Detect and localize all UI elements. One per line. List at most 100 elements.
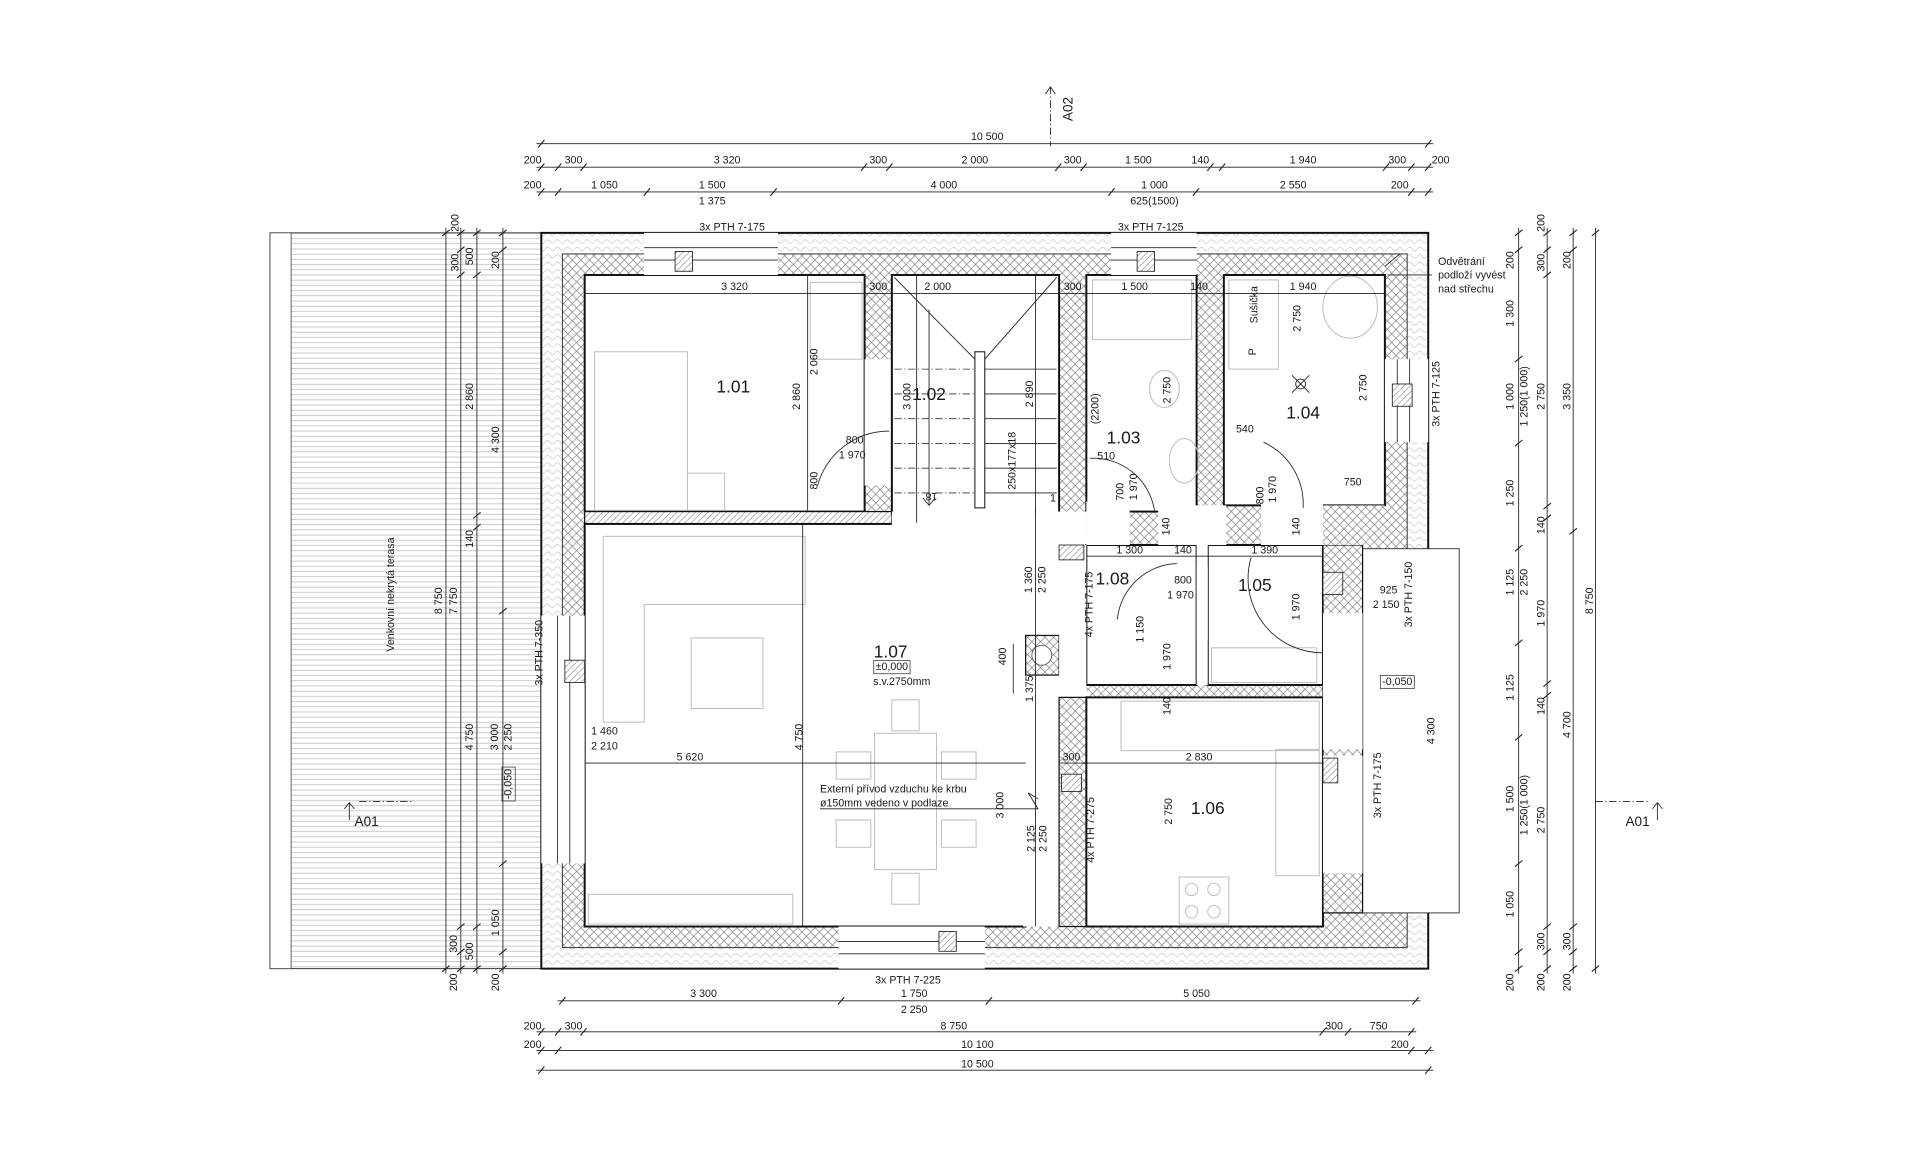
dimension-line [537,1046,545,1055]
dimension-line [498,948,507,956]
room-label-102: 1.02 [912,384,946,404]
dimension-label: 140 [1290,517,1302,535]
dimension-line [537,139,545,148]
dimension-line [1543,271,1552,279]
dimension-label: 300 [869,155,887,167]
dimension-label: 300 [869,281,887,293]
dimension-line [1543,514,1552,522]
dimension-line [1514,246,1523,254]
dimension-label: 500 [464,247,476,265]
vent-note: nad střechu [1438,283,1494,295]
dimension-label: 4 000 [931,179,958,191]
dimension-line [441,965,451,973]
lintel-label-right-upper: 3x PTH 7-125 [1430,361,1442,427]
dimension-label: 140 [1190,281,1208,293]
dimension-label: 2 250 [1036,566,1048,593]
dimension-label: 2 000 [924,281,951,293]
dimension-line [1218,163,1226,172]
building-walls [540,231,1460,970]
kitchen-counter [1120,700,1320,752]
room-label-105: 1.05 [1238,575,1272,595]
dimension-line [498,965,507,973]
sofa [602,535,806,723]
dryer-p-label: P [1247,348,1259,355]
lintel-label-inner-upper: 4x PTH 7-175 [1084,572,1096,638]
lintel-label-inner-lower: 4x PTH 7-275 [1085,797,1097,863]
dimension-line [456,271,465,279]
dimension-line [1569,246,1578,254]
lintel-label-bottom: 3x PTH 7-225 [875,975,941,987]
dimension-label: 1 050 [591,179,618,191]
dimension-label: 4 300 [1425,717,1437,744]
dimension-label: 1 750 [901,988,928,1000]
dimension-label: 140 [1160,517,1172,535]
dimension-label: 200 [449,214,461,232]
dimension-line [456,948,465,956]
stair-spec-label: 250x177x18 [1007,432,1019,490]
dimension-lines [441,139,1600,1075]
room-1-03 [1085,273,1198,513]
dimension-label: 140 [1174,545,1192,557]
vent-note: Odvětrání [1438,256,1485,268]
dimension-line [1319,1027,1327,1036]
dimension-label: 300 [1064,155,1082,167]
dimension-label: 1 970 [1267,476,1279,503]
dimension-line [1514,544,1523,552]
dimension-label: 200 [448,973,460,991]
dimension-line [860,163,868,172]
dimension-line [1407,1046,1415,1055]
dimension-label: 3 320 [714,155,741,167]
dimension-label: 800 [846,434,864,446]
dimension-label: 800 [1254,487,1266,505]
room-label-101: 1.01 [716,377,750,397]
room-label-108: 1.08 [1095,569,1129,589]
dimension-label: 200 [1432,155,1450,167]
dimension-line [1543,691,1552,699]
dimension-line [1382,163,1390,172]
dimension-label: 5 050 [1183,988,1210,1000]
dimension-label: 4 750 [794,724,806,751]
dimension-label: 300 [449,254,461,272]
dimension-label: 300 [1562,932,1574,950]
dimension-line [1543,948,1552,956]
dimension-label: 2 125 [1025,825,1037,852]
dimension-label: 2 860 [464,383,476,410]
dimension-label: 1 970 [839,449,866,461]
dimension-line [498,229,507,237]
dimension-line [472,511,481,519]
dimension-line [1054,163,1062,172]
dimension-label: 1 940 [1290,155,1317,167]
dimension-line [643,187,651,197]
dimension-label: 140 [1536,516,1548,534]
dimension-line [1543,680,1552,688]
section-mark-a01-right: A01 [1625,814,1649,829]
dimension-line [1411,996,1420,1005]
dimension-label: 300 [1388,155,1406,167]
dimension-line [1407,187,1415,197]
dimension-line [1407,1027,1415,1036]
dimension-label: 700 [1115,483,1127,501]
dimension-line [1407,163,1415,172]
dimension-label: 1 150 [1134,616,1146,643]
dimension-line [1514,229,1523,237]
dimension-label: 18 [926,490,938,502]
dimension-line [1514,355,1523,363]
dimension-label: 1 050 [490,909,502,936]
dimension-label: 10 100 [961,1039,994,1051]
dimension-label: 1 375 [1024,675,1036,702]
dimension-line [1424,163,1432,172]
room-label-103: 1.03 [1107,427,1141,447]
wardrobe [809,281,863,360]
dimension-line [580,1027,588,1036]
window-top-right [1111,232,1197,275]
dimension-line [770,187,778,197]
dimension-line [498,860,507,868]
dimension-line [1591,965,1600,973]
dimension-label: 1 940 [1290,281,1317,293]
dimension-line [1424,139,1432,148]
dimension-line [837,996,845,1005]
dimension-line [1424,1066,1432,1075]
dimension-label: 200 [1536,973,1548,991]
room-label-104: 1.04 [1286,403,1320,423]
dimension-label: 400 [997,648,1009,666]
